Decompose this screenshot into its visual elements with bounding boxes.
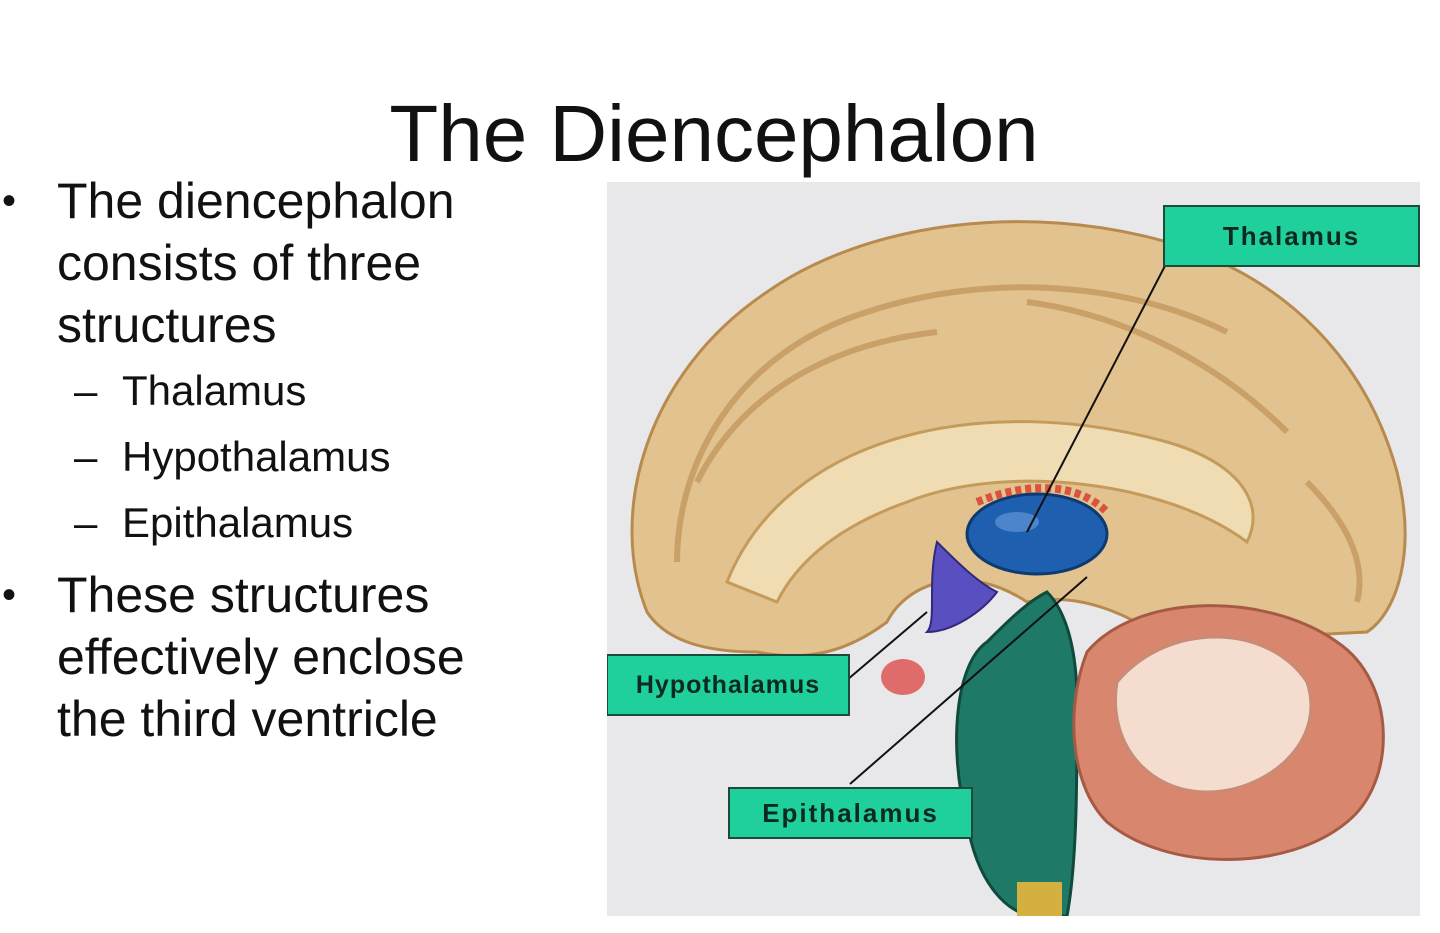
- subitem-epithalamus: – Epithalamus: [0, 490, 580, 556]
- dash-icon: –: [74, 367, 98, 414]
- bullet-icon: •: [2, 179, 17, 223]
- hypothalamus-shape: [924, 540, 999, 634]
- subitem-label: Hypothalamus: [122, 433, 391, 480]
- thalamus-leader-line: [1026, 261, 1168, 533]
- bullet-line: effectively enclose: [57, 629, 465, 685]
- corpus-callosum-shape: [725, 420, 1255, 604]
- brain-illustration: [630, 220, 1407, 916]
- subitem-label: Thalamus: [122, 367, 307, 414]
- bullet-item-enclose: • These structures effectively enclose t…: [0, 564, 580, 750]
- epithalamus-leader-line: [849, 576, 1088, 785]
- subitem-thalamus: – Thalamus: [0, 358, 580, 424]
- hypothalamus-label: Hypothalamus: [607, 654, 850, 716]
- brainstem-shape: [955, 590, 1079, 916]
- bullet-line: the third ventricle: [57, 691, 438, 747]
- epithalamus-label: Epithalamus: [728, 787, 973, 839]
- subitem-label: Epithalamus: [122, 499, 354, 546]
- bullet-item-structures: • The diencephalon consists of three str…: [0, 170, 580, 356]
- bullet-line: The diencephalon: [57, 173, 455, 229]
- bullet-line: structures: [57, 297, 277, 353]
- dash-icon: –: [74, 433, 98, 480]
- pituitary-shape: [881, 659, 925, 695]
- bullet-list: • The diencephalon consists of three str…: [0, 170, 580, 750]
- hypothalamus-leader-line: [846, 611, 928, 681]
- bullet-icon: •: [2, 573, 17, 617]
- thalamus-shape: [965, 492, 1109, 576]
- slide-title: The Diencephalon: [389, 89, 1039, 178]
- thalamus-label: Thalamus: [1163, 205, 1420, 267]
- bullet-line: These structures: [57, 567, 430, 623]
- bullet-line: consists of three: [57, 235, 422, 291]
- subitem-hypothalamus: – Hypothalamus: [0, 424, 580, 490]
- dash-icon: –: [74, 499, 98, 546]
- brain-diagram: Thalamus Hypothalamus Epithalamus: [607, 182, 1420, 916]
